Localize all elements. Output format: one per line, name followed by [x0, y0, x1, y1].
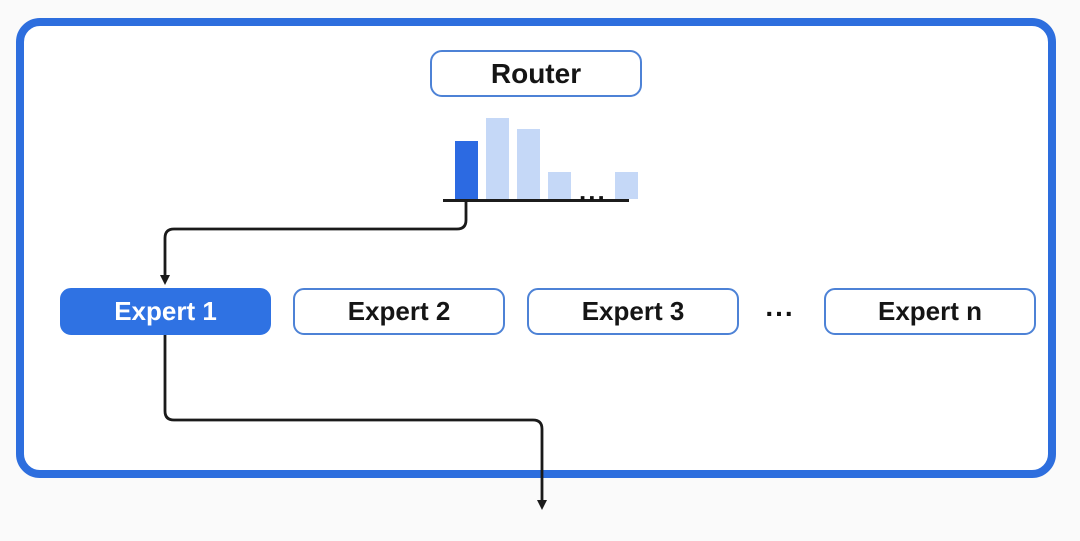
expert-1-box: Expert 1	[60, 288, 271, 335]
distribution-bar-selected	[455, 141, 478, 199]
distribution-bar	[614, 172, 638, 199]
distribution-bar	[517, 129, 540, 199]
router-distribution: ...	[443, 118, 638, 206]
expert-n-box: Expert n	[824, 288, 1036, 335]
expert-n-label: Expert n	[877, 296, 983, 326]
expert-3-label: Expert 3	[581, 296, 685, 326]
distribution-bar	[486, 118, 509, 199]
expert-1-label: Expert 1	[114, 296, 217, 326]
experts-ellipsis: ...	[765, 290, 795, 322]
distribution-bar	[548, 172, 571, 199]
router-distribution-bars: ...	[443, 118, 638, 206]
expert-2-box: Expert 2	[293, 288, 505, 335]
distribution-ellipsis: ...	[579, 176, 607, 206]
router-box: Router	[430, 50, 642, 97]
router-label: Router	[490, 57, 582, 89]
expert-2-label: Expert 2	[347, 296, 451, 326]
expert-3-box: Expert 3	[527, 288, 739, 335]
